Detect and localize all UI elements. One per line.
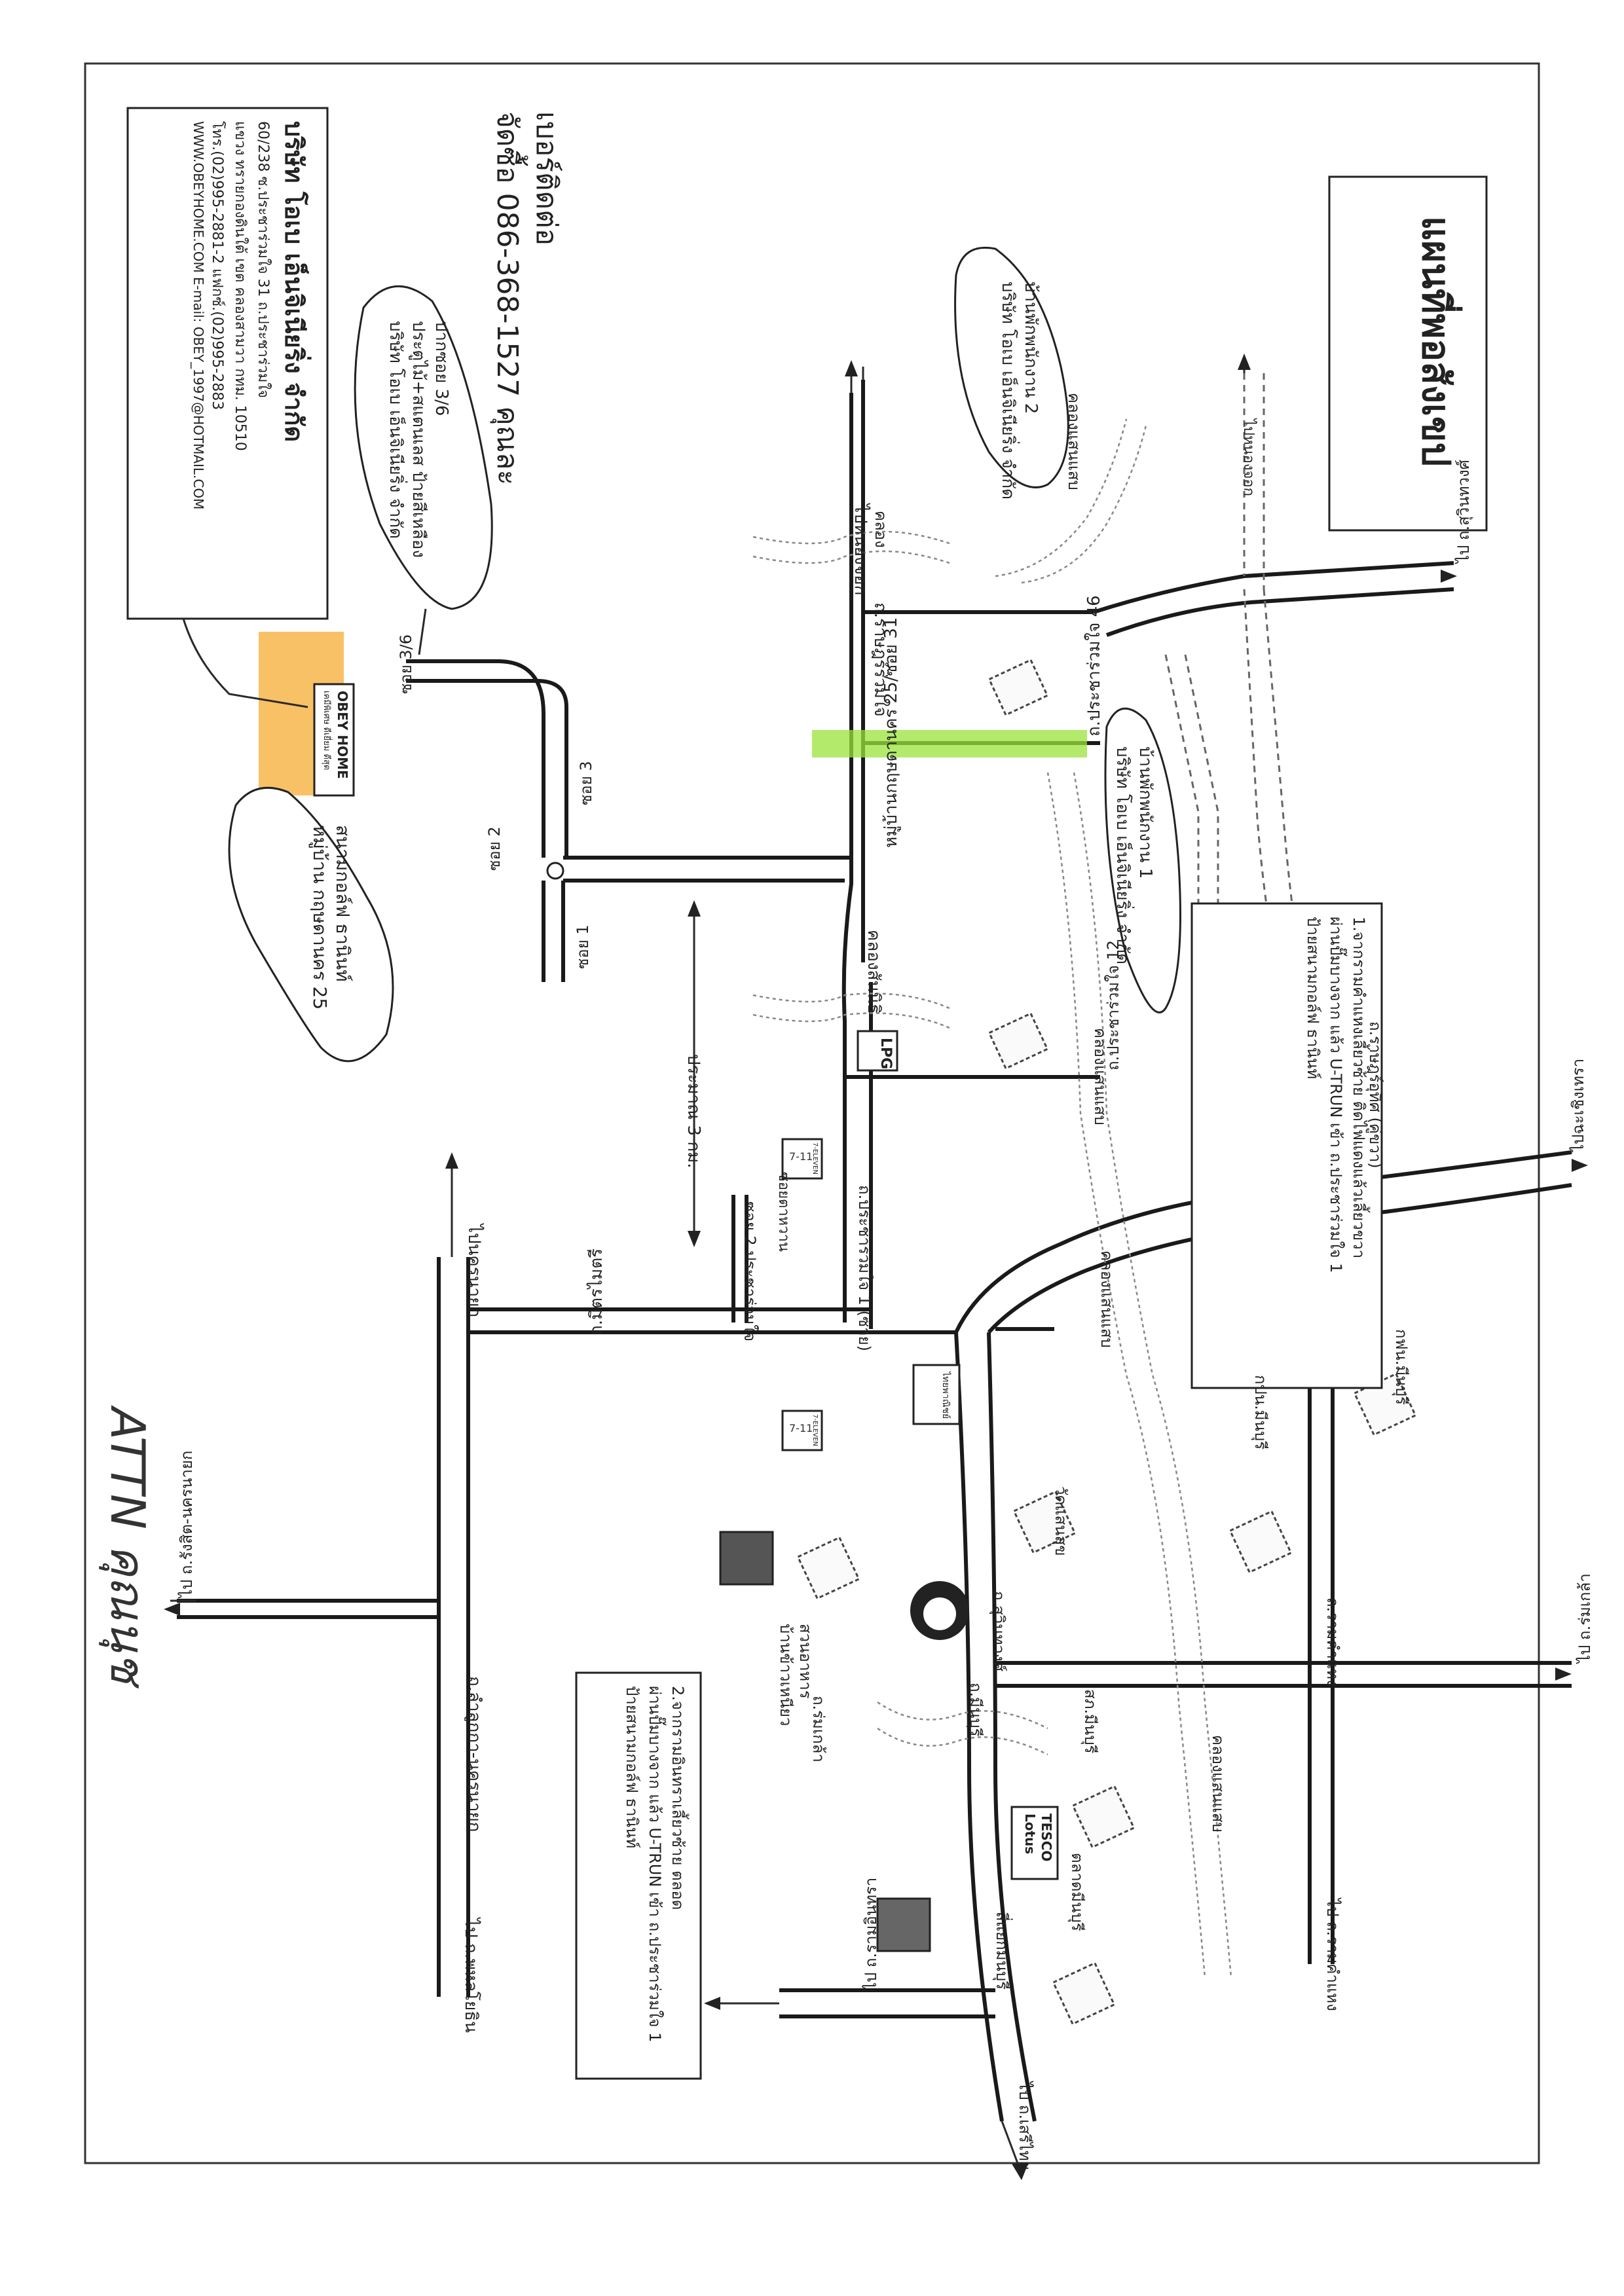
company-address-2: แขวง ทรายกองดินใต้ เขต คลองสามวา กทม. 10… — [232, 121, 248, 451]
company-name: บริษัท โอเบ เอ็นจิเนียริ่ง จำกัด — [280, 121, 308, 443]
seven-eleven-logo-1: 7-11 — [781, 1138, 823, 1180]
label-khlong: คลอง — [872, 511, 890, 548]
label-suwinthawong: ถ.สุวินทวงศ์ — [989, 1591, 1008, 1671]
label-to-suwinthawong: ไป ถ.สุวินทวงศ์ — [1454, 460, 1473, 563]
callout-staff1-1: บ้านพักพนักงาน 1 — [1135, 746, 1155, 879]
label-minburi-jct: สี่แยกมีนบุรี — [993, 1912, 1011, 1990]
label-to-chachoengsao: ไปฉะเชิงเทรา — [1569, 1058, 1587, 1152]
label-to-nongchok-right: ไปหนองจอก — [1240, 419, 1257, 496]
label-saen-saep-1: คลองแสนแสบ — [1091, 1028, 1109, 1125]
company-box — [126, 107, 329, 620]
label-to-nakhonnayok: ไปนครนายก — [464, 1224, 484, 1318]
big-c-logo — [876, 1897, 931, 1952]
callout-bubble-staff2 — [954, 246, 1069, 488]
label-minburi-district: กปน.มีนบุรี — [1251, 1375, 1270, 1450]
callout-staff1-2: บริษัท โอเบ เอ็นจิเนียริ่ง จำกัด — [1113, 746, 1132, 965]
label-soi2: ซอย 2 — [485, 826, 504, 871]
label-romklao: ถ.มีนบุรี — [967, 1683, 985, 1737]
obey-home-sign — [313, 683, 355, 797]
label-soi-thahwan: ซอยตาหวาน — [775, 1172, 792, 1252]
seven-text-1: 7-ELEVEN — [811, 1142, 819, 1175]
label-market: ตลาดมีนบุรี — [1068, 1853, 1086, 1931]
label-minburi-police: สภ.มีนบุรี — [1081, 1689, 1099, 1754]
label-to-rangsit: ไป ถ.รังสิต-นครนายก — [177, 1450, 196, 1597]
bank-text-top: ไทยพาณิชย์ — [940, 1372, 951, 1419]
tesco-text: TESCO — [1039, 1813, 1054, 1862]
directions-2-line2: ผ่านปั๊มบางจาก แล้ว U-TRUN เข้า ถ.ประชาร… — [646, 1686, 664, 2043]
bank-logo-bottom — [719, 1531, 774, 1586]
label-to-ramkhamhaeng: ไป ถ.รามคำแหง — [1323, 1899, 1342, 2011]
company-phone: โทร.(02)995-2881-2 แฟกซ์.(02)995-2883 — [209, 121, 225, 410]
buildings — [796, 659, 1417, 2026]
label-wat-saen: วัดแสนสุข — [1052, 1486, 1070, 1556]
tesco-logo — [1010, 1806, 1059, 1880]
lpg-text: LPG — [877, 1038, 894, 1070]
map-frame — [84, 62, 1540, 2164]
label-soi3: ซอย 3 — [577, 761, 595, 805]
svg-text:7-11: 7-11 — [789, 1150, 813, 1163]
svg-text:ATTN คุณนุช: ATTN คุณนุช — [99, 1405, 155, 1689]
road-arrows — [164, 354, 1588, 2180]
sign-sub: เคมีพิเศษ ดีเยี่ยม ดีสุด — [322, 691, 331, 771]
label-to-ramintra: ไป ถ.รามอินทรา — [862, 1877, 880, 1990]
canals — [752, 418, 1232, 1978]
callout-entrance-1: ปากซอย 3/6 — [432, 321, 451, 416]
sign-brand: OBEY HOME — [335, 691, 350, 779]
directions-1-line3: ป้ายสนามกอล์ฟ ธานินท์ — [1304, 917, 1322, 1080]
directions-box-2 — [575, 1671, 702, 2080]
label-lamlukka: ถ.ลำลูกกา-นครนายก — [464, 1676, 484, 1832]
callout-staff2-2: บริษัท โอเบ เอ็นจิเนียริ่ง จำกัด — [998, 282, 1018, 500]
contact-heading: เบอร์ติดต่อ — [530, 111, 563, 246]
label-soi36: ซอย 3/6 — [397, 634, 415, 694]
callout-entrance-3: บริษัท โอเบ เอ็นจิเนียริ่ง จำกัด — [386, 321, 405, 539]
callout-bubble-staff1 — [1104, 707, 1181, 1013]
label-to-seri-thai: ไป ถ.เสรีไทย — [1016, 2082, 1034, 2170]
label-saen-saep-2: คลองแสนแสบ — [1065, 393, 1083, 490]
svg-text:7-11: 7-11 — [789, 1422, 813, 1434]
lotus-text: Lotus — [1022, 1813, 1038, 1855]
company-web-email: WWW.OBEYHOME.COM E-mail: OBEY_1997@HOTMA… — [191, 121, 206, 510]
label-khlong-sanit: คลองสันนิธิ — [864, 930, 883, 1014]
label-prachaniwet: หมู่บ้านกฤษดานคร 25/ซอย 31 — [881, 617, 901, 848]
seven-eleven-logo-2: 7-11 — [781, 1410, 823, 1451]
label-to-phahonyothin: ไป ถ.พหลโยธิน — [461, 1918, 481, 2033]
map-title: แผนที่พอสังเขป — [1414, 216, 1458, 467]
lpg-logo — [857, 1030, 898, 1072]
label-minburi-power: กฟน.มีนบุรี — [1392, 1329, 1411, 1405]
label-soi1: ซอย 1 — [574, 924, 592, 969]
company-address-1: 60/238 ซ.ประชาร่วมใจ 31 ถ.ประชาร่วมใจ — [255, 121, 271, 398]
label-pracha-soi2: ซอย 2 ประชาร่วมใจ — [741, 1201, 759, 1342]
callout-golf-2: หมู่บ้าน กฤษดานคร 25 — [309, 825, 331, 1010]
contact-purchasing: จัดซื้อ 086-368-1527 คุณละ — [490, 111, 524, 486]
label-romklao-road: ถ.ร่มเกล้า — [809, 1696, 828, 1762]
label-restaurant-2: บ้านข้าวเหนียว — [777, 1624, 795, 1726]
label-mitmai: ถ.มิตรไมตรี — [587, 1248, 606, 1336]
label-to-romklao: ไป ถ.ร่มเกล้า — [1576, 1573, 1594, 1663]
directions-2-line1: 2.จากรามอินทราเลี้ยวซ้าย ตลอด — [669, 1686, 687, 1910]
label-ratburana: ถ.ราษฎร์อุทิศ (คู่ขวา) — [1366, 1021, 1384, 1169]
callout-bubble-entrance — [354, 285, 493, 610]
directions-2-line3: ป้ายสนามกอล์ฟ ธานินท์ — [623, 1686, 641, 1849]
label-saen-saep-3: คลองแสนแสบ — [1098, 1250, 1116, 1348]
bank-logo-top — [912, 1364, 961, 1425]
ptt-logo — [910, 1581, 969, 1640]
label-pracha1: ถ.ประชาร่วมใจ 1 (ซ้าย) — [855, 1185, 874, 1351]
callout-staff2-1: บ้านพักพนักงาน 2 — [1021, 282, 1041, 414]
label-ramkhamhaeng: ถ.รามคำแหง — [1323, 1597, 1342, 1687]
highlight-pracha-46 — [812, 730, 1087, 757]
callout-entrance-2: ประตูไม้+สแตนเลส ป้ายสีเหลือง — [409, 321, 428, 558]
label-saen-saep-4: คลองแสนแสบ — [1209, 1735, 1227, 1832]
handwritten-note: ATTN คุณนุช — [99, 1405, 155, 1689]
label-approx: ประมาณ 3 กม. — [684, 1054, 703, 1169]
directions-1-line2: ผ่านปั๊มบางจาก แล้ว U-TRUN เข้า ถ.ประชาร… — [1327, 917, 1345, 1273]
label-pracha46: ถ.ประชาร่วมใจ 46 — [1084, 595, 1104, 737]
title-box — [1328, 175, 1488, 532]
seven-text-2: 7-ELEVEN — [811, 1414, 819, 1446]
directions-box-1 — [1190, 902, 1383, 1389]
callout-bubble-golf — [228, 786, 394, 1063]
